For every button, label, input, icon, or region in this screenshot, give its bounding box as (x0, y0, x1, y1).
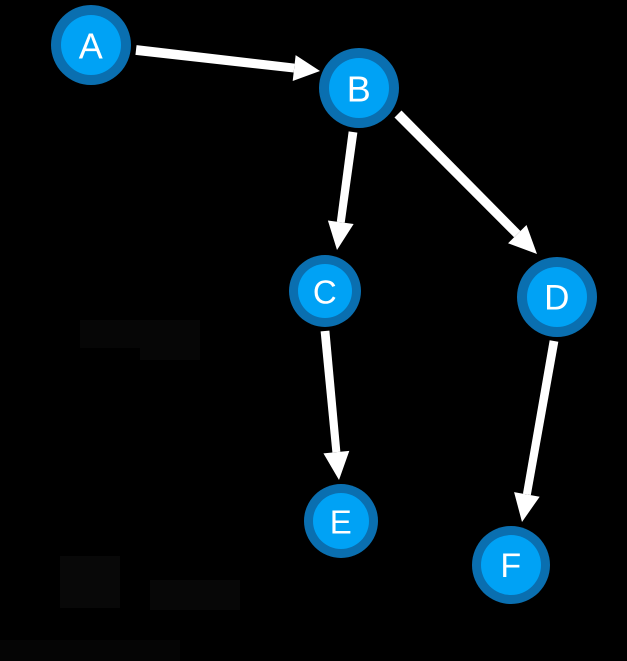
node-fill (61, 15, 121, 75)
edge-d-to-f (514, 340, 559, 522)
edge-shaft (522, 340, 559, 496)
edge-shaft (336, 131, 358, 223)
graph-node-e[interactable]: E (304, 484, 378, 558)
arrowhead-icon (514, 492, 540, 522)
edge-a-to-b (135, 45, 320, 81)
edge-c-to-e (320, 330, 350, 480)
arrowhead-icon (508, 224, 537, 254)
arrowhead-icon (292, 55, 320, 81)
node-fill (313, 493, 369, 549)
node-label: E (330, 504, 353, 541)
node-layer: A B C D E F (51, 5, 597, 604)
node-label: C (313, 274, 337, 311)
node-label: B (347, 69, 372, 110)
node-label: D (544, 279, 570, 318)
node-label: A (79, 26, 104, 67)
edge-shaft (320, 330, 341, 453)
arrowhead-icon (323, 450, 350, 480)
edge-b-to-d (394, 110, 537, 254)
node-label: F (500, 547, 521, 585)
node-fill (298, 264, 352, 318)
edge-shaft (135, 45, 295, 73)
node-fill (527, 267, 587, 327)
node-fill (481, 535, 541, 595)
graph-node-a[interactable]: A (51, 5, 131, 85)
node-fill (329, 58, 389, 118)
arrowhead-icon (327, 220, 354, 250)
graph-node-c[interactable]: C (289, 255, 361, 327)
graph-node-d[interactable]: D (517, 257, 597, 337)
edge-b-to-c (327, 131, 358, 250)
edge-shaft (394, 110, 521, 238)
edge-layer (135, 45, 559, 522)
graph-node-f[interactable]: F (472, 526, 550, 604)
graph-node-b[interactable]: B (319, 48, 399, 128)
